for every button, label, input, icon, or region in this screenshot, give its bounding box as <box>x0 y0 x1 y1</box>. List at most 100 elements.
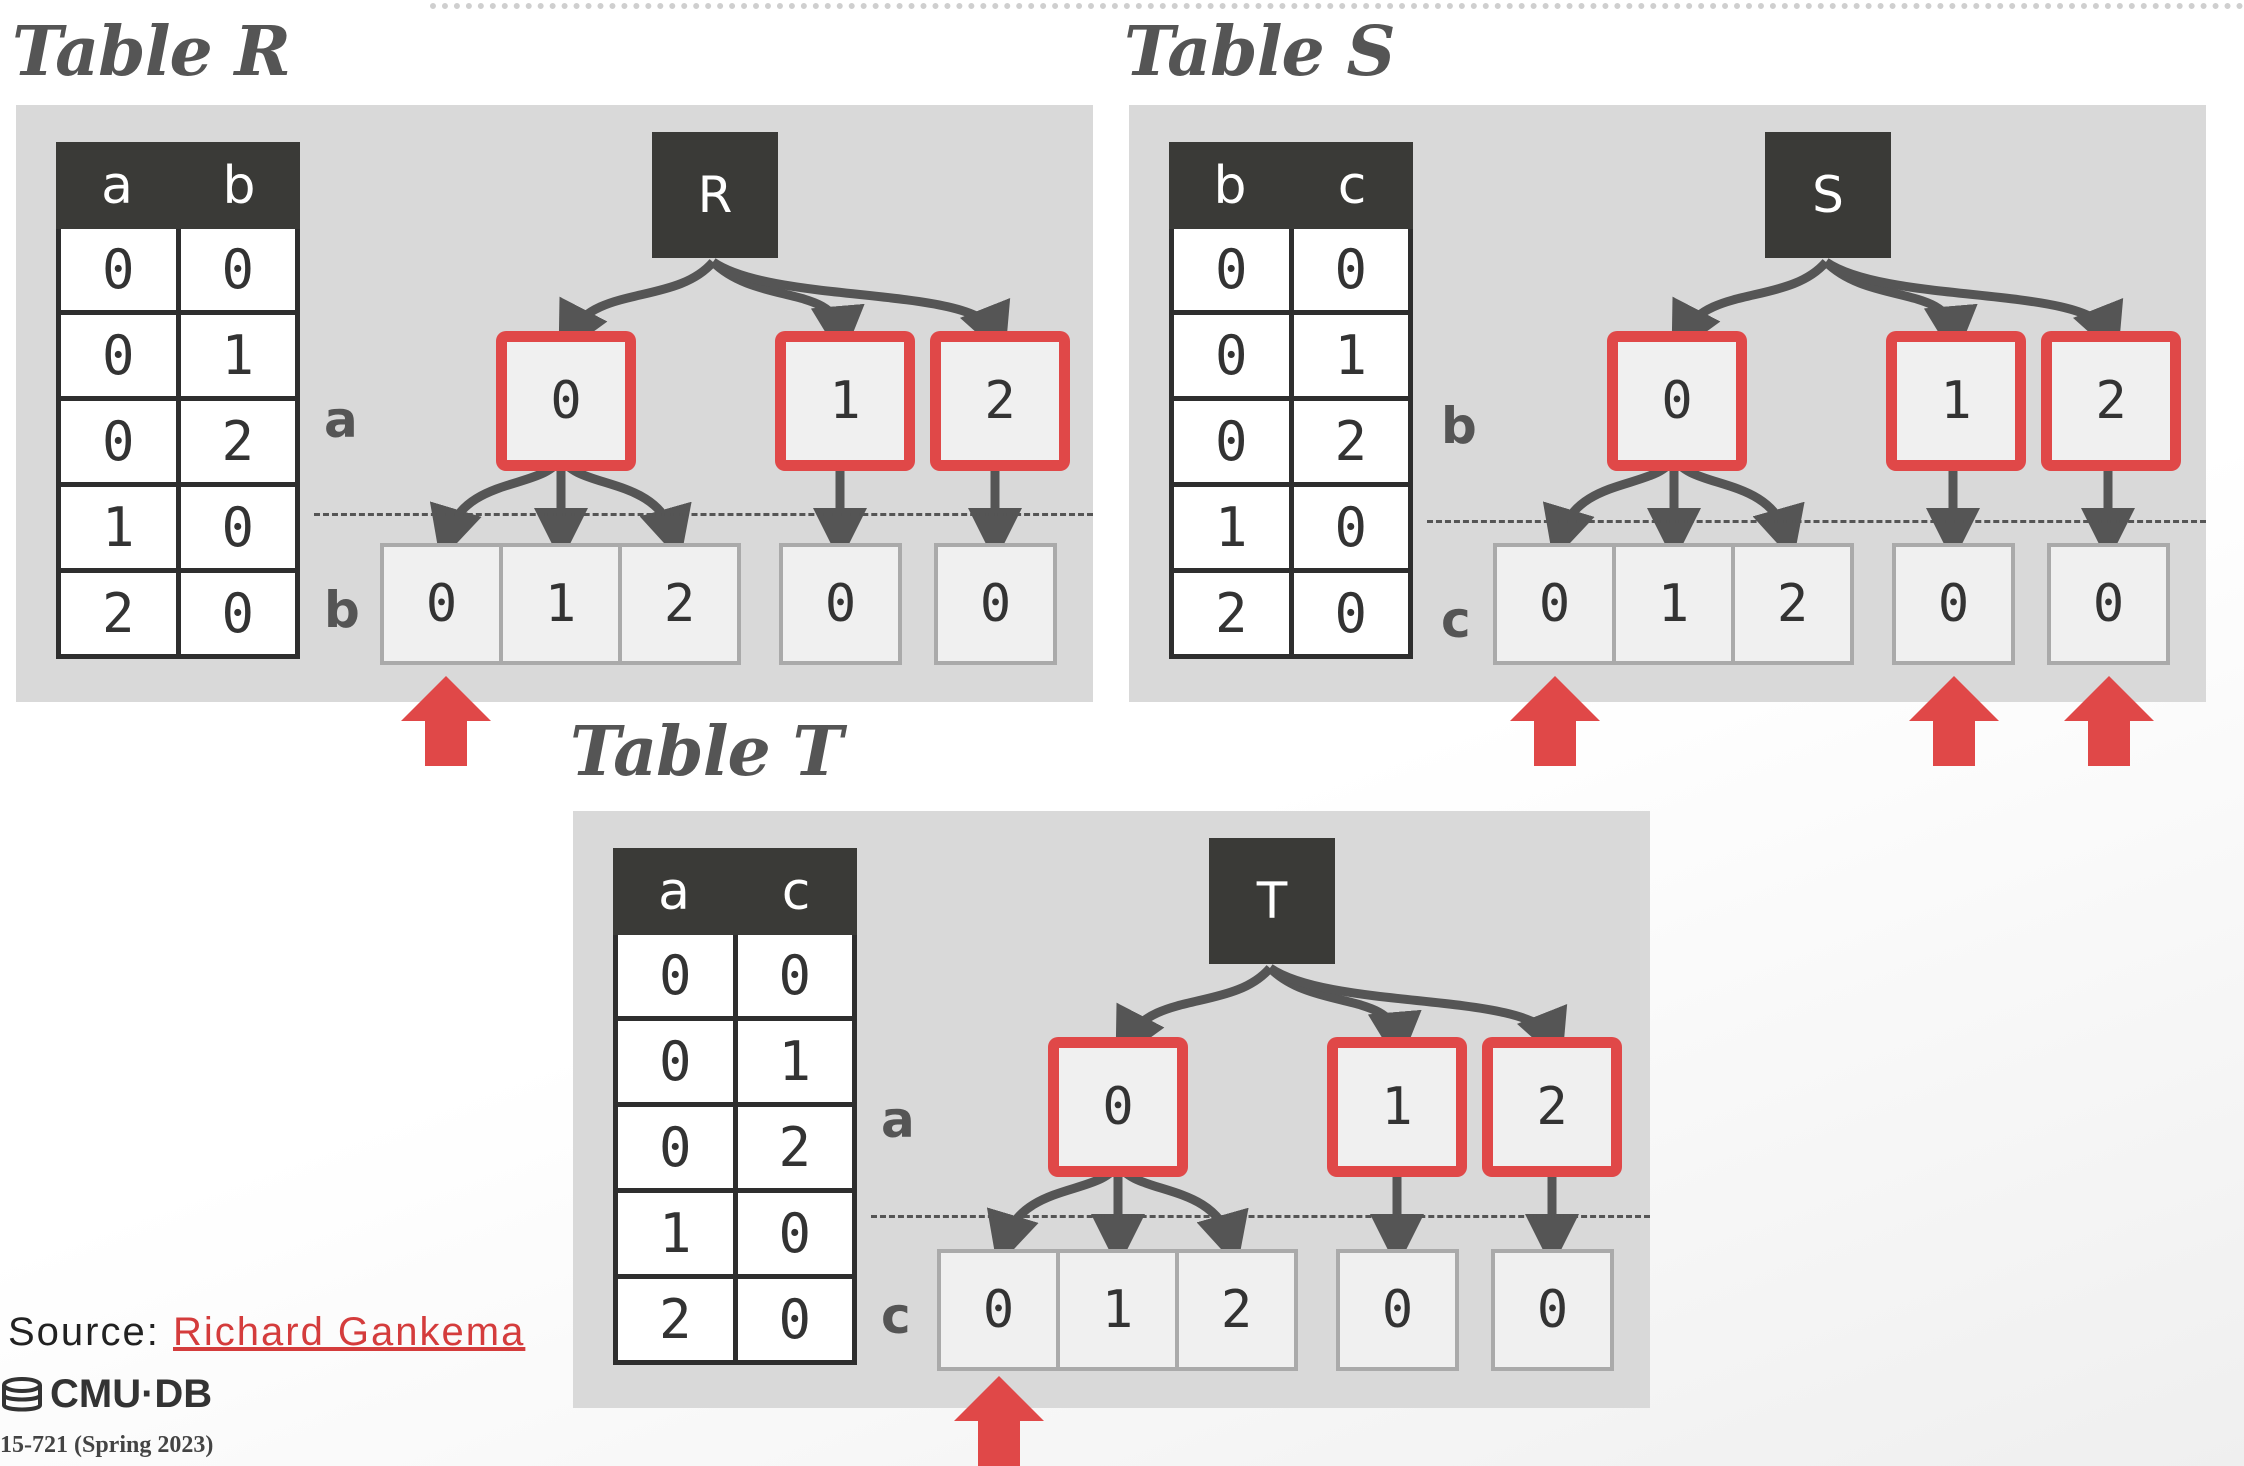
level-divider <box>1427 520 2206 523</box>
leaf-node: 0 <box>1340 1253 1455 1367</box>
table-cell: 0 <box>61 315 176 396</box>
leaf-node: 0 <box>941 1253 1056 1367</box>
table-cell: 0 <box>618 935 733 1016</box>
level1-node: 2 <box>930 331 1070 471</box>
level1-node: 2 <box>1482 1037 1622 1177</box>
table-cell: 2 <box>1293 401 1408 482</box>
table-cell: 0 <box>618 1021 733 1102</box>
table-cell: 2 <box>618 1279 733 1360</box>
database-icon <box>1 1376 42 1411</box>
table-cell: 0 <box>1174 401 1289 482</box>
source-prefix: Source: <box>8 1310 160 1354</box>
level1-label: a <box>324 391 358 449</box>
table-cell: 0 <box>61 401 176 482</box>
table-cell: 0 <box>1174 315 1289 396</box>
table-s-title: Table S <box>1124 12 1396 92</box>
leaf-node: 0 <box>1497 547 1612 661</box>
table-cell: 0 <box>180 573 295 654</box>
level2-label: c <box>881 1287 911 1345</box>
level1-node: 2 <box>2041 331 2181 471</box>
table-t-title: Table T <box>570 712 843 792</box>
column-header: c <box>1337 155 1367 216</box>
leaf-node: 0 <box>783 547 898 661</box>
leaf-group: 0 <box>934 543 1057 665</box>
table-cell: 0 <box>618 1107 733 1188</box>
red-up-arrow-icon <box>1909 676 1999 766</box>
leaf-group: 0 1 2 <box>380 543 741 665</box>
leaf-node: 0 <box>1896 547 2011 661</box>
column-header: b <box>222 155 256 216</box>
level2-label: b <box>324 581 360 639</box>
leaf-node: 0 <box>938 547 1053 661</box>
level1-node: 1 <box>1886 331 2026 471</box>
table-cell: 1 <box>737 1021 852 1102</box>
leaf-group: 0 <box>2047 543 2170 665</box>
table-cell: 1 <box>618 1193 733 1274</box>
table-cell: 0 <box>1293 229 1408 310</box>
leaf-node: 2 <box>1179 1253 1294 1367</box>
level-divider <box>871 1215 1650 1218</box>
level1-node: 1 <box>1327 1037 1467 1177</box>
table-cell: 2 <box>180 401 295 482</box>
leaf-node: 2 <box>622 547 737 661</box>
table-s-root-node: S <box>1765 132 1891 258</box>
level1-node: 0 <box>496 331 636 471</box>
table-cell: 1 <box>1174 487 1289 568</box>
course-label: 15-721 (Spring 2023) <box>0 1432 214 1458</box>
table-r-header: a b <box>56 142 300 229</box>
table-cell: 0 <box>1174 229 1289 310</box>
leaf-group: 0 <box>1491 1249 1614 1371</box>
leaf-node: 1 <box>1616 547 1731 661</box>
leaf-node: 2 <box>1735 547 1850 661</box>
level1-node: 0 <box>1048 1037 1188 1177</box>
table-cell: 0 <box>180 487 295 568</box>
table-cell: 1 <box>180 315 295 396</box>
leaf-group: 0 <box>779 543 902 665</box>
leaf-node: 1 <box>1060 1253 1175 1367</box>
leaf-node: 1 <box>503 547 618 661</box>
red-up-arrow-icon <box>954 1376 1044 1466</box>
table-cell: 1 <box>61 487 176 568</box>
table-cell: 0 <box>737 1193 852 1274</box>
leaf-group: 0 <box>1892 543 2015 665</box>
table-cell: 2 <box>1174 573 1289 654</box>
logo-text: CMU·DB <box>50 1372 213 1416</box>
table-t-header: a c <box>613 848 857 935</box>
cmu-db-logo: CMU·DB <box>0 1372 212 1417</box>
table-cell: 2 <box>61 573 176 654</box>
level1-node: 0 <box>1607 331 1747 471</box>
table-s-header: b c <box>1169 142 1413 229</box>
level1-label: b <box>1441 397 1477 455</box>
source-citation: Source: Richard Gankema <box>8 1310 525 1355</box>
table-r-title: Table R <box>12 12 291 92</box>
column-header: c <box>781 861 811 922</box>
leaf-group: 0 1 2 <box>937 1249 1298 1371</box>
table-cell: 0 <box>61 229 176 310</box>
table-cell: 0 <box>180 229 295 310</box>
leaf-node: 0 <box>2051 547 2166 661</box>
column-header: a <box>101 155 133 216</box>
table-cell: 0 <box>737 935 852 1016</box>
leaf-group: 0 1 2 <box>1493 543 1854 665</box>
source-link[interactable]: Richard Gankema <box>172 1310 526 1354</box>
